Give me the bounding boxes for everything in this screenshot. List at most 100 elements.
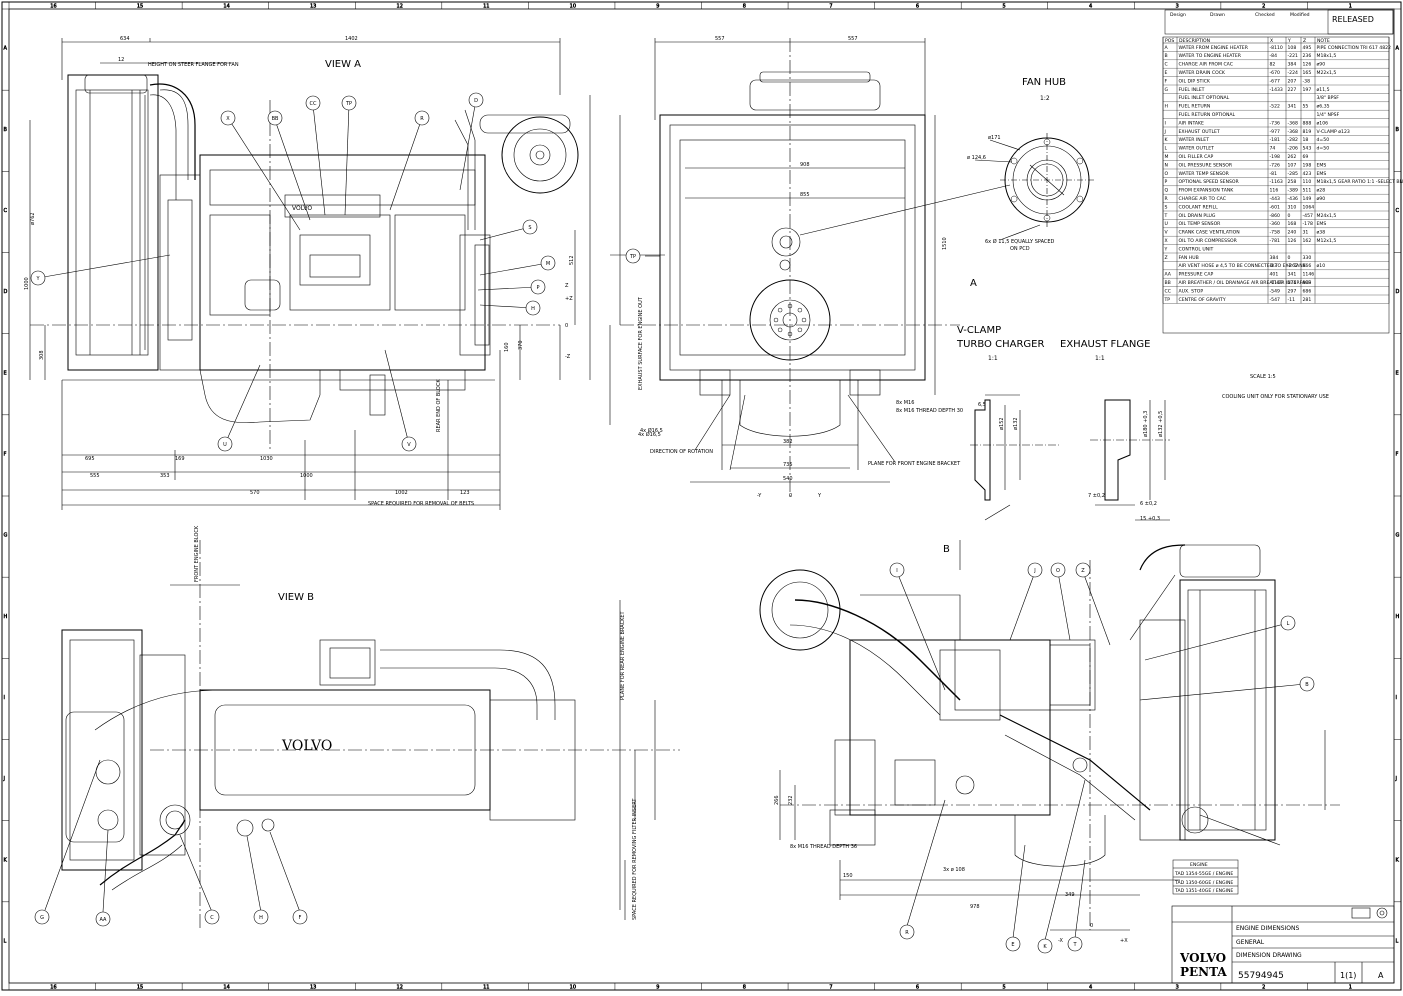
table-cell: BB [1165, 280, 1171, 286]
note-flange-height: HEIGHT ON STEER FLANGE FOR FAN [148, 62, 239, 68]
arrow-b-label: B [943, 544, 950, 555]
view-a-side-view [29, 38, 591, 510]
exhaust-flange-title: EXHAUST FLANGE [1060, 339, 1150, 350]
callout-balloon: R [899, 924, 915, 940]
note-space-belts: SPACE REQUIRED FOR REMOVAL OF BELTS [368, 501, 474, 507]
table-cell: PIPE CONNECTION TRI 617 4822 [1317, 45, 1392, 51]
callout-label: T [1072, 942, 1077, 948]
callout-balloon: H [525, 300, 541, 316]
table-cell: Z [1165, 255, 1168, 261]
engine-row-2: TAD 1350-60GE / ENGINE [1174, 880, 1233, 886]
table-cell: OIL DRAIN PLUG [1179, 213, 1216, 219]
table-cell: -677 [1270, 78, 1281, 84]
table-cell: -522 [1270, 104, 1281, 110]
table-cell: 310 [1288, 204, 1297, 210]
table-cell: -457 [1303, 213, 1314, 219]
table-row: AIR VENT HOSE ø 4,5 TO BE CONNECTED TO E… [1163, 263, 1389, 270]
dimension-value: +Z [565, 296, 573, 302]
table-cell: F [1165, 78, 1168, 84]
table-cell: d=50 [1317, 137, 1330, 143]
dimension-value: -Y [757, 493, 762, 499]
dimension-value: 266 [774, 795, 780, 805]
table-cell: ø106 [1317, 120, 1329, 126]
table-header: X [1270, 38, 1273, 44]
view-b-title: VIEW B [278, 592, 314, 603]
dimension-value: 1002 [395, 490, 408, 496]
engine-row-1: TAD 1354-55GE / ENGINE [1174, 871, 1233, 877]
table-cell: CRANK CASE VENTILATION [1179, 230, 1240, 236]
table-cell: -736 [1270, 120, 1281, 126]
table-cell: OPTIONAL SPEED SENSOR [1179, 179, 1240, 185]
table-cell: WATER FROM ENGINE HEATER [1179, 45, 1249, 51]
view-titles: VIEW A VIEW B FAN HUB 1:2 V-CLAMP TURBO … [278, 59, 1329, 603]
table-cell: -368 [1288, 120, 1299, 126]
table-cell: -726 [1270, 162, 1281, 168]
table-cell: OIL DIP STICK [1179, 78, 1211, 84]
border-letter-right: C [1396, 208, 1400, 214]
table-cell: -282 [1288, 137, 1299, 143]
table-cell: V [1165, 230, 1169, 236]
brand-volvo: VOLVO [1179, 951, 1226, 965]
table-cell: WATER TEMP SENSOR [1179, 171, 1230, 177]
table-cell: 107 [1288, 162, 1297, 168]
border-letter-right: F [1396, 451, 1399, 457]
table-cell: 819 [1303, 129, 1312, 135]
border-number-top: 3 [1176, 4, 1179, 10]
callout-label: C [210, 915, 214, 921]
callout-balloon: M [540, 255, 556, 271]
callout-label: O [1056, 568, 1060, 574]
border-letter-left: A [4, 46, 8, 52]
dimension-value: 557 [848, 36, 858, 42]
pulley-bolt-hole [787, 331, 793, 337]
release-status: RELEASED [1332, 15, 1374, 24]
table-cell: 888 [1303, 120, 1312, 126]
dimension-value: 382 [783, 439, 793, 445]
table-cell: -178 [1303, 221, 1314, 227]
callout-label: X [226, 116, 230, 122]
table-cell: C [1165, 62, 1168, 68]
table-cell: 341 [1288, 272, 1297, 278]
dimension-value: ø132 [1013, 417, 1019, 430]
dimension-value: Z [565, 283, 569, 289]
drawing-notes: HEIGHT ON STEER FLANGE FOR FAN REAR END … [148, 62, 1055, 920]
callout-label: R [420, 116, 424, 122]
table-cell: -198 [1270, 154, 1281, 160]
pulley-bolt-hole [797, 327, 803, 333]
border-number-top: 12 [397, 4, 403, 10]
dimension-value: 1000 [24, 277, 30, 290]
table-cell: TP [1164, 297, 1171, 303]
engine-row-3: TAD 1351-40GE / ENGINE [1174, 888, 1233, 894]
table-cell: WATER DRAIN COCK [1179, 70, 1226, 76]
table-cell: -360 [1270, 221, 1281, 227]
border-number-top: 1 [1349, 4, 1352, 10]
table-cell: 0 [1288, 213, 1291, 219]
table-cell: -81 [1270, 171, 1278, 177]
table-cell: I [1165, 120, 1166, 126]
table-cell: 384 [1270, 255, 1279, 261]
note-m10: 4x Ø16,5 [638, 431, 661, 438]
brand-penta: PENTA [1180, 965, 1227, 979]
callout-label: CC [310, 101, 317, 107]
table-cell: 1146 [1303, 272, 1315, 278]
table-cell: 401 [1270, 272, 1279, 278]
table-cell: 1064 [1303, 204, 1315, 210]
callout-label: D [474, 98, 478, 104]
callout-balloon: X [220, 110, 236, 126]
table-cell: EMS [1317, 171, 1327, 177]
border-letter-right: L [1396, 938, 1399, 944]
pulley-bolt-hole [777, 307, 783, 313]
table-cell: FUEL INLET OPTIONAL [1179, 95, 1230, 101]
table-cell: -1433 [1270, 87, 1283, 93]
border-letter-right: I [1396, 695, 1397, 701]
border-letter-right: J [1395, 776, 1397, 782]
dimension-value: 1030 [260, 456, 273, 462]
front-view [609, 38, 1011, 500]
table-cell: ø11,5 [1317, 87, 1330, 93]
border-number-top: 10 [570, 4, 576, 10]
